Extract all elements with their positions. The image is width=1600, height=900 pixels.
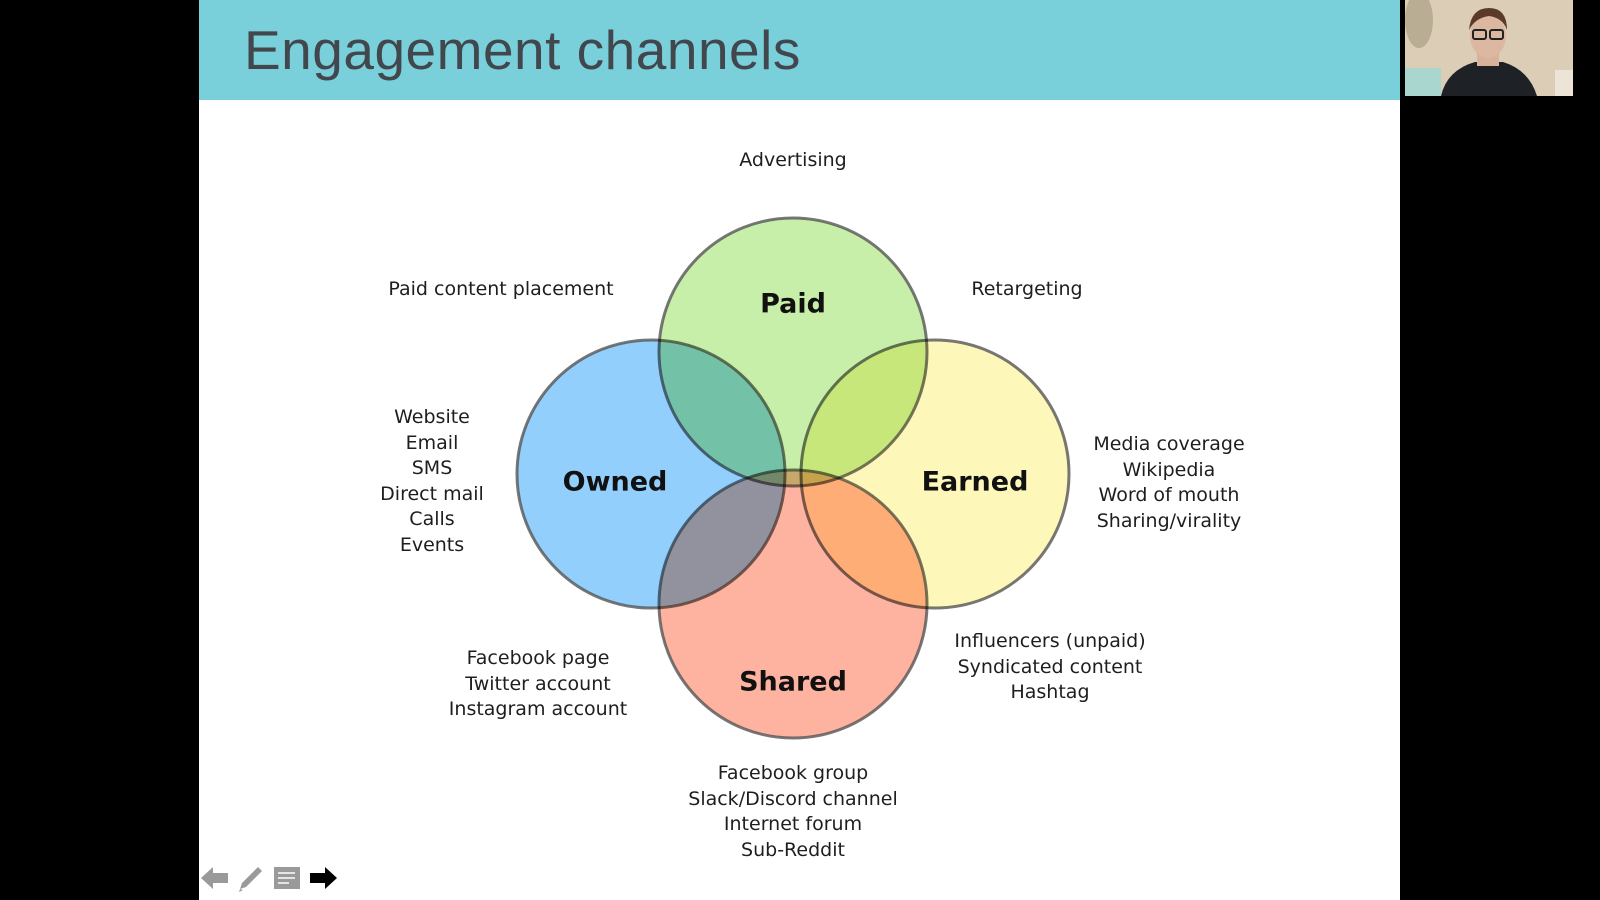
annotation-line: Direct mail — [380, 482, 484, 505]
annotation-line: Twitter account — [465, 672, 611, 695]
annotation-paid-content-placement: Paid content placement — [388, 277, 613, 303]
previous-slide-button[interactable] — [200, 863, 230, 893]
annotation-line: Instagram account — [448, 698, 628, 720]
annotation-line: Facebook page — [466, 647, 610, 669]
annotation-line: Wikipedia — [1122, 458, 1216, 481]
annotation-line: Influencers (unpaid) — [954, 630, 1146, 652]
circle-label-shared: Shared — [739, 666, 847, 698]
annotation-line: Media coverage — [1093, 433, 1245, 455]
circle-label-owned: Owned — [562, 466, 668, 498]
arrow-left-icon — [201, 867, 228, 889]
annotation-line: Calls — [409, 508, 455, 530]
presenter-video-feed — [1405, 0, 1573, 96]
pencil-icon — [239, 867, 262, 892]
annotation-line: Email — [405, 431, 459, 454]
annotation-line: Website — [394, 406, 470, 428]
notes-button[interactable] — [272, 863, 302, 893]
annotation-line: Syndicated content — [957, 655, 1143, 678]
annotation-line: Hashtag — [1010, 681, 1090, 703]
pen-tool-button[interactable] — [236, 863, 266, 893]
presenter-video — [1405, 0, 1573, 96]
venn-circle-shared — [657, 468, 929, 740]
annotation-line: Facebook group — [717, 762, 869, 784]
slide-toolbar — [200, 862, 338, 894]
presentation-slide: Engagement channels Paid Owned Earned Sh… — [199, 0, 1400, 900]
circle-label-earned: Earned — [921, 466, 1029, 498]
annotation-line: Events — [399, 533, 465, 556]
arrow-right-icon — [310, 867, 337, 889]
annotation-line: Retargeting — [971, 278, 1083, 300]
slide-header: Engagement channels — [199, 0, 1400, 100]
annotation-line: Sub-Reddit — [741, 838, 845, 861]
annotation-line: Internet forum — [723, 813, 863, 835]
annotation-line: Sharing/virality — [1096, 509, 1242, 532]
slide-title: Engagement channels — [244, 19, 801, 81]
circle-label-paid: Paid — [760, 288, 826, 320]
next-slide-button[interactable] — [308, 863, 338, 893]
annotation-line: Slack/Discord channel — [688, 787, 898, 810]
notes-icon — [274, 867, 300, 889]
venn-diagram — [515, 216, 1071, 740]
annotation-line: SMS — [411, 457, 453, 479]
annotation-line: Word of mouth — [1098, 484, 1240, 506]
annotation-retargeting: Retargeting — [971, 277, 1082, 303]
annotation-line: Advertising — [739, 149, 847, 171]
annotation-line: Paid content placement — [388, 278, 614, 300]
annotation-advertising: Advertising — [739, 148, 846, 174]
